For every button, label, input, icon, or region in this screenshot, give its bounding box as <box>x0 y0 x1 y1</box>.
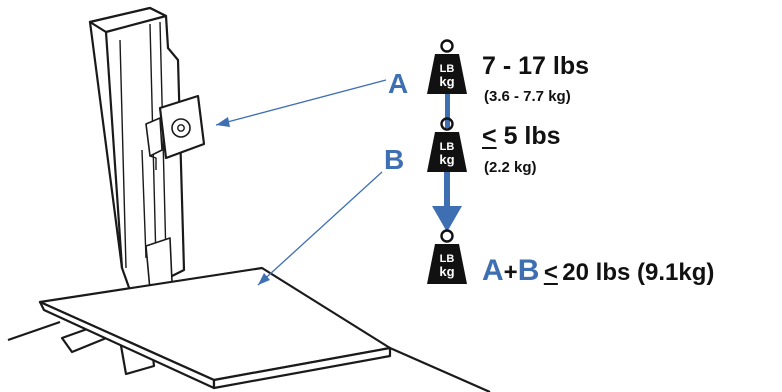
arrow-shaft <box>444 168 450 212</box>
weight-icon-bottom-text: kg <box>439 264 454 279</box>
weight-icon-bottom-text: kg <box>439 152 454 167</box>
label-a: A <box>388 68 409 99</box>
weight-b-limit: 5 lbs <box>503 122 561 150</box>
total-limit: 20 lbs (9.1kg) <box>562 259 715 286</box>
total-plus: + <box>503 259 518 286</box>
weight-icon-top-text: LB <box>440 141 455 153</box>
kettlebell-weight-icon: LB kg <box>427 117 467 172</box>
leader-line-b <box>257 171 383 286</box>
kettlebell-weight-icon: LB kg <box>427 39 467 94</box>
total-limit-line: A+B < 20 lbs (9.1kg) <box>482 256 714 286</box>
leader-line-a <box>215 79 387 126</box>
leader-arrowhead-b <box>258 273 270 285</box>
weight-b-symbol: < <box>482 122 497 150</box>
desk-edge-right <box>389 346 491 392</box>
weight-a-range: 7 - 17 lbs <box>482 52 589 80</box>
weight-icon-top-text: LB <box>440 63 455 75</box>
weight-b-limit-line: < 5 lbs <box>482 124 561 149</box>
down-arrow-icon <box>432 206 462 232</box>
weight-b-limit-metric: (2.2 kg) <box>484 159 537 176</box>
weight-icon-bottom-text: kg <box>439 74 454 89</box>
weight-icon-top-text: LB <box>440 253 455 265</box>
kettlebell-weight-icon: LB kg <box>427 229 467 284</box>
total-label-a: A <box>482 254 504 287</box>
connector-a-b <box>445 92 450 128</box>
total-label-b: B <box>517 254 540 287</box>
label-b: B <box>384 144 405 175</box>
weight-a-range-metric: (3.6 - 7.7 kg) <box>484 88 571 105</box>
desk-edge-left <box>7 320 61 342</box>
column-top <box>88 6 168 34</box>
leader-arrowhead-a <box>216 117 230 127</box>
total-symbol: < <box>543 259 558 286</box>
